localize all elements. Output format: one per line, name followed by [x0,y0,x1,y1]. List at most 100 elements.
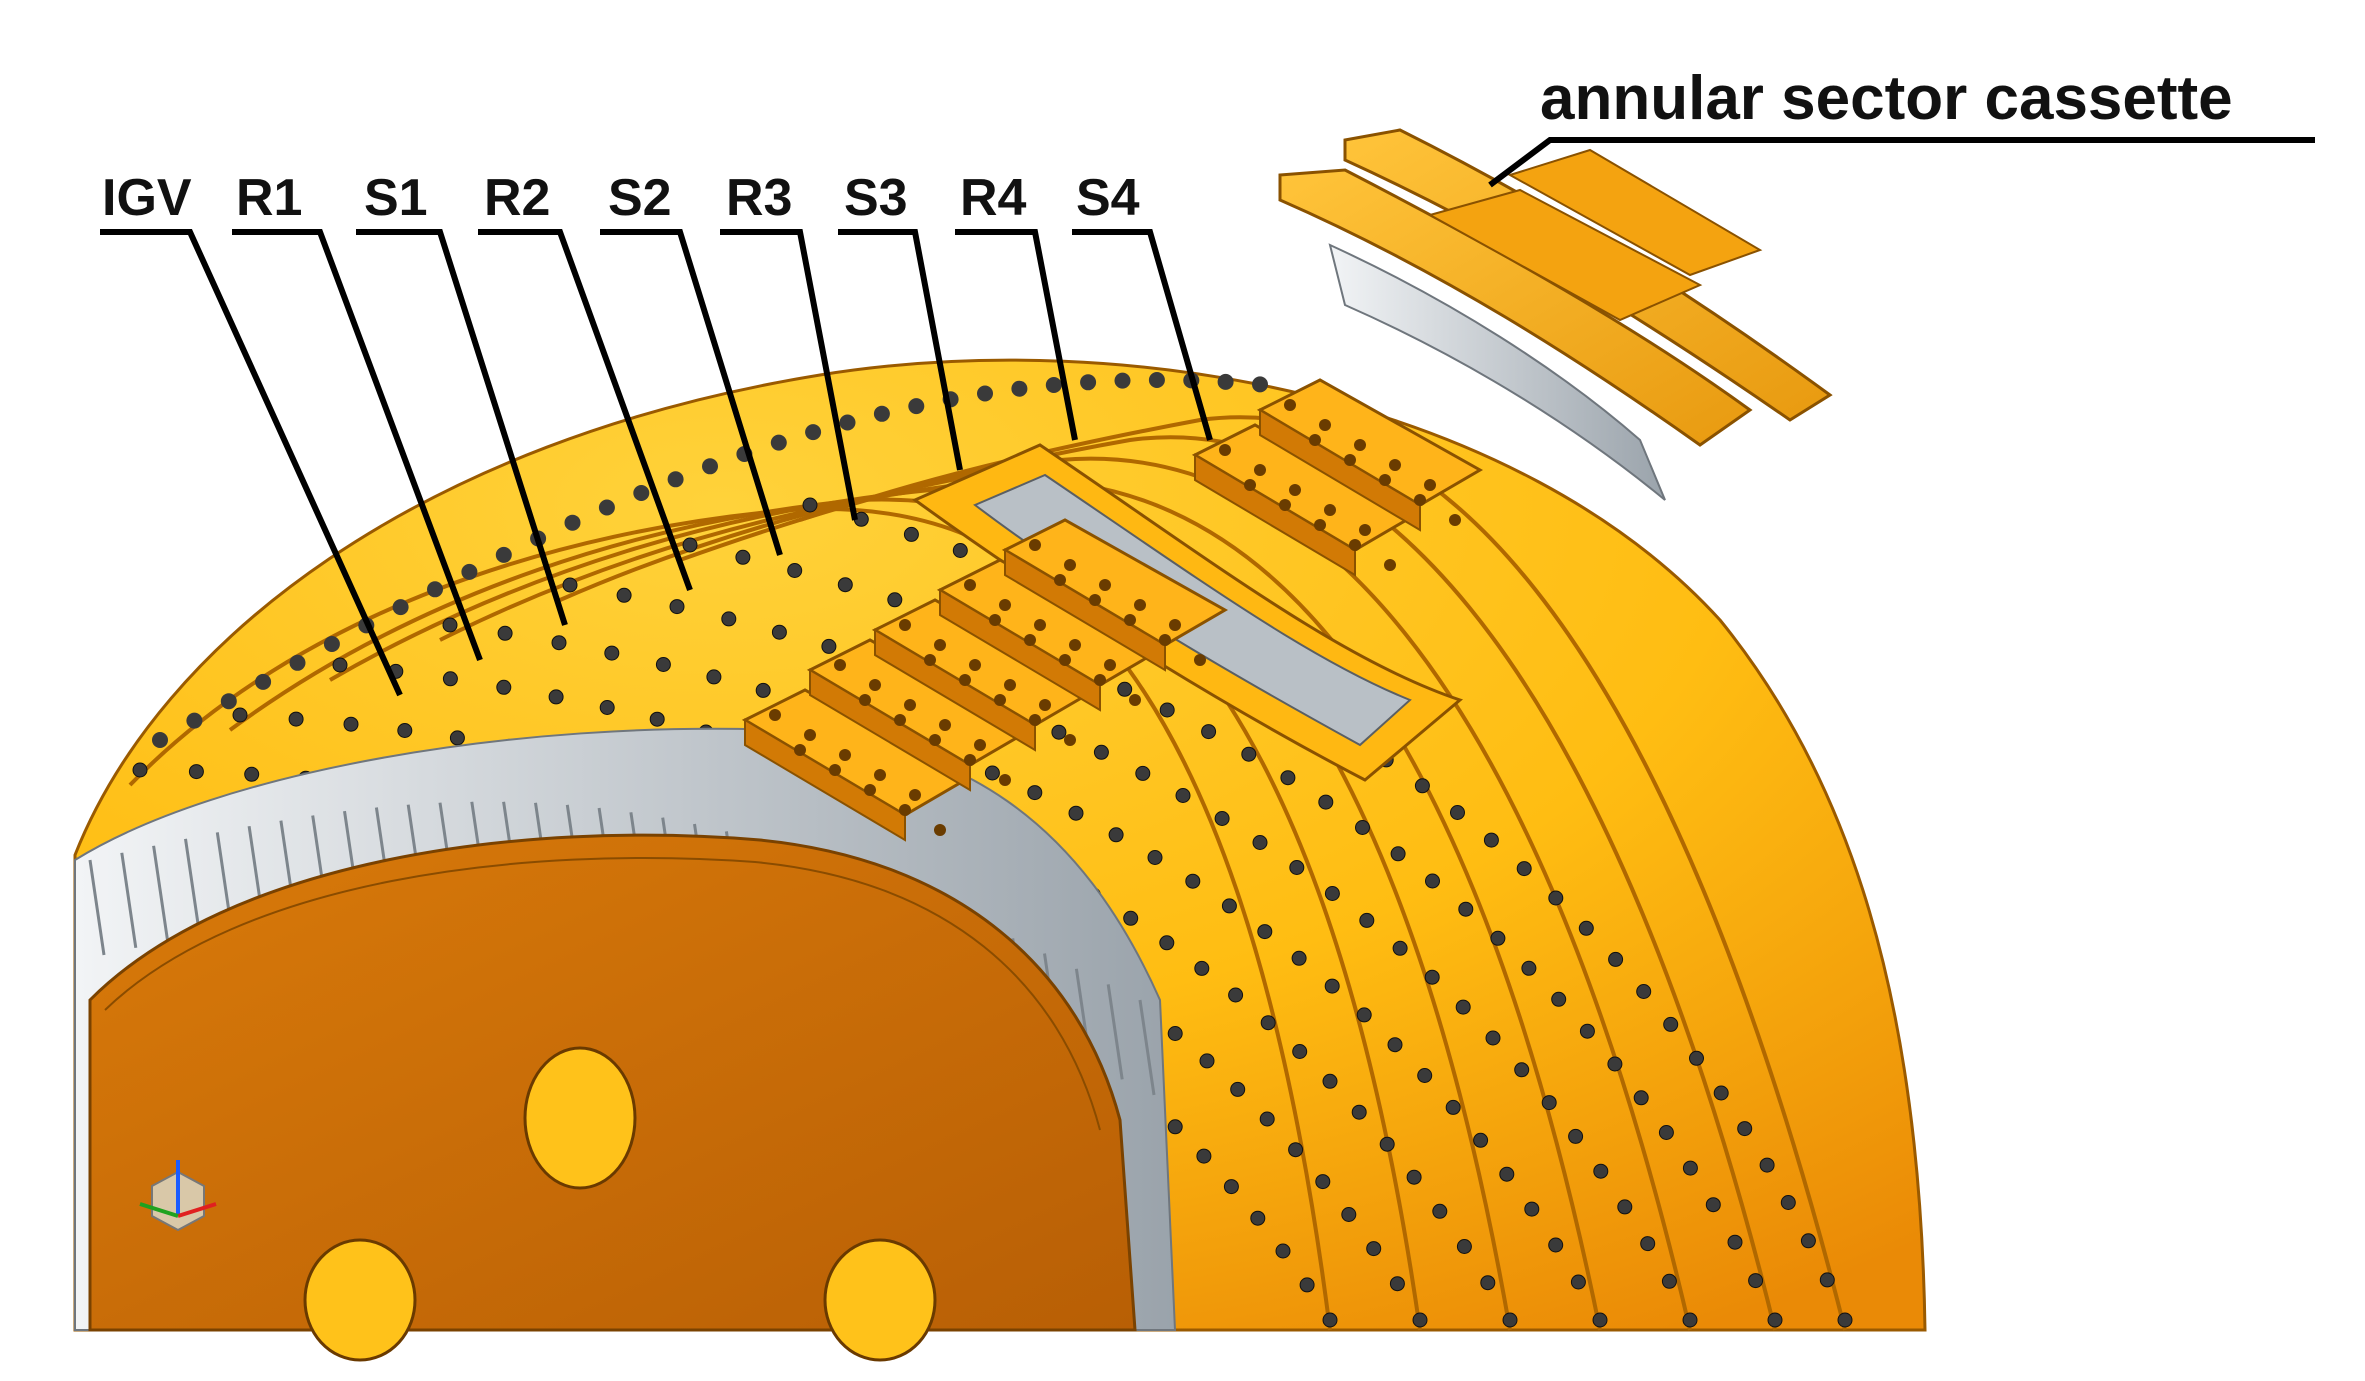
label-r4: R4 [960,169,1027,227]
bolt [770,434,787,451]
bolt [1148,372,1165,388]
bolt [427,581,443,598]
bolt [952,543,968,558]
leader-line [955,229,1078,441]
bolt [1425,873,1440,889]
bolt [1223,1179,1239,1195]
bolt [1514,1062,1530,1078]
bolt [1450,805,1465,820]
bolt [186,712,203,729]
bolt [1094,674,1106,686]
leader-line [232,229,483,662]
bolt [1196,1148,1212,1164]
bolt [974,739,986,751]
bolt [1661,1273,1677,1289]
bolt [1640,1236,1656,1252]
bolt [1473,1132,1489,1148]
bolt [755,682,771,698]
annular-sector-cassette [1278,128,1833,501]
bolt [1069,639,1081,651]
access-block-side [744,718,906,842]
bolt [562,577,578,593]
bolt [1800,1233,1816,1249]
bolt [1064,734,1076,746]
leader-line [838,229,963,471]
bolt [1124,614,1136,626]
bolt [1159,935,1175,951]
blade [88,859,106,956]
bolt [1759,1157,1775,1173]
bolt [1387,1037,1403,1053]
leader-line [720,229,858,521]
bolt [1485,1030,1501,1046]
bolt [1114,372,1131,389]
bolt [908,398,925,415]
bolt [903,526,919,542]
bolt [1636,984,1652,999]
access-block-side [809,668,971,792]
bolt [934,824,946,836]
bolt [232,707,248,723]
bolt [1134,599,1146,611]
bolt [1068,805,1084,821]
bolt [1379,474,1391,486]
disc-hole [823,1238,937,1362]
bolt [1029,714,1041,726]
bolt [669,599,685,615]
bolt [1607,1056,1623,1072]
bolt [1099,579,1111,591]
bolt [1315,1174,1331,1190]
bolt [899,804,911,816]
bolt [1414,494,1426,506]
bolt [1230,1081,1246,1097]
bolt [805,424,822,441]
bolt [1011,380,1028,397]
bolt [1289,484,1301,496]
bolt [909,789,921,801]
bolt [1322,1312,1338,1328]
bolt [1521,960,1537,976]
bolt [323,636,340,652]
disc-hole [303,1238,417,1362]
bolt [959,674,971,686]
bolt [1217,373,1234,390]
bolt [1819,1272,1835,1288]
bolt [1705,1197,1721,1213]
bolt [964,754,976,766]
bolt [442,671,458,687]
bolt [924,654,936,666]
bolt [999,599,1011,611]
bolt [839,749,851,761]
bolt [802,497,818,513]
bolt [1289,860,1305,875]
bolt [1252,376,1268,393]
bolt [1045,377,1062,393]
bolt [1059,654,1071,666]
bolt [1689,1050,1704,1066]
bolt [1389,459,1401,471]
bolt [874,769,886,781]
bolt [1551,991,1567,1007]
bolt [1051,724,1067,740]
bolt [152,732,168,748]
bolt [288,711,304,727]
bolt [1349,539,1361,551]
bolt [1424,969,1440,985]
label-s3: S3 [844,169,908,227]
bolt [442,617,458,633]
bolt [1456,1239,1472,1254]
bolt [769,709,781,721]
bolt [1089,594,1101,606]
bolt [649,711,665,727]
bolt [682,537,698,553]
bolt [1275,1243,1291,1259]
bolt [1288,1142,1304,1158]
bolt [1259,1111,1275,1127]
bolt [1159,702,1175,718]
bolt [1541,1095,1557,1111]
bolt [1159,634,1171,646]
bolt [1292,1044,1308,1059]
bolt [497,625,513,641]
bolt [1780,1195,1796,1210]
bolt [1592,1312,1608,1328]
